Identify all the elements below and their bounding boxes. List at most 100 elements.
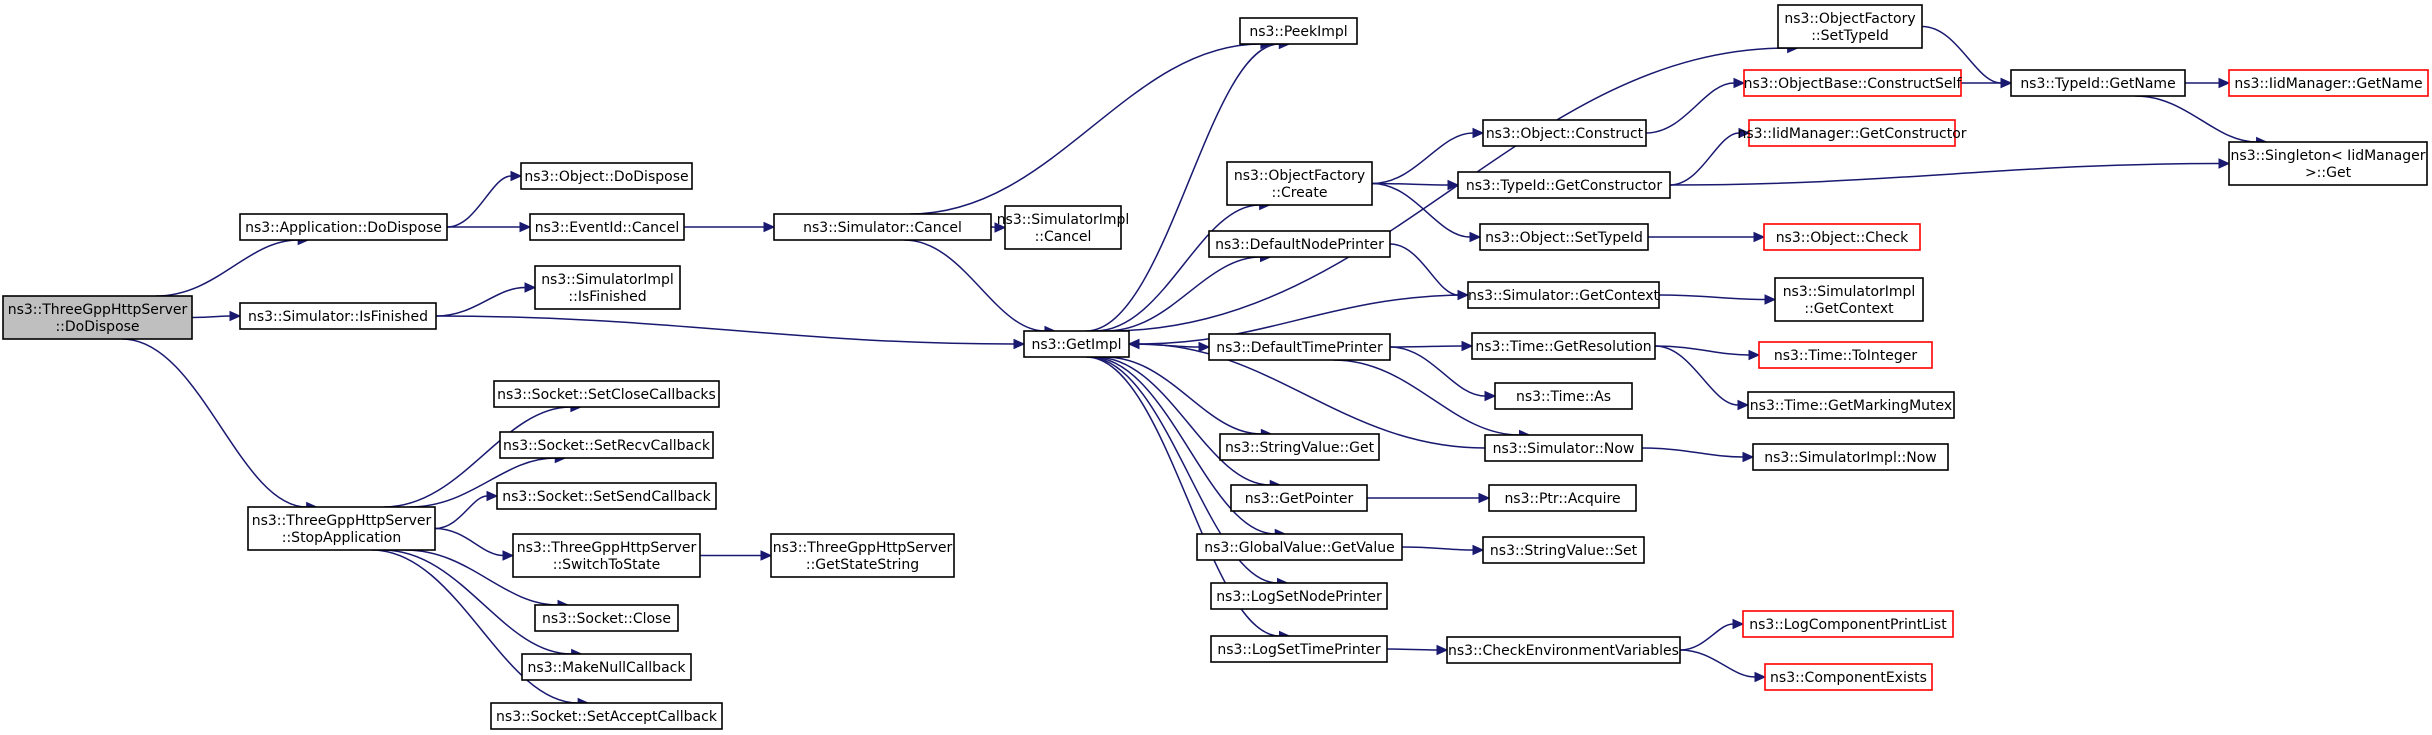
node-timemutex[interactable]: ns3::Time::GetMarkingMutex: [1747, 391, 1955, 419]
node-sockclose[interactable]: ns3::Socket::Close: [534, 604, 679, 632]
node-box: [1764, 663, 1933, 691]
node-box: [1226, 161, 1373, 206]
node-timeas[interactable]: ns3::Time::As: [1494, 382, 1633, 410]
node-objdispose[interactable]: ns3::Object::DoDispose: [520, 162, 693, 190]
node-label: ns3::Time::As: [1516, 389, 1611, 405]
edge-simcancel-to-peekimpl: [910, 38, 1273, 215]
node-label: ns3::Time::GetMarkingMutex: [1750, 398, 1952, 414]
edge-typeidgetctor-to-singletonget: [1669, 158, 2231, 186]
edge-simfinished-to-getimpl: [435, 315, 1026, 350]
node-simfinished[interactable]: ns3::Simulator::IsFinished: [239, 302, 437, 330]
node-simnow[interactable]: ns3::Simulator::Now: [1484, 434, 1643, 462]
node-setrecv[interactable]: ns3::Socket::SetRecvCallback: [499, 431, 714, 459]
node-switchstate[interactable]: ns3::ThreeGppHttpServer::SwitchToState: [512, 533, 701, 578]
node-ptracquire[interactable]: ns3::Ptr::Acquire: [1488, 484, 1637, 512]
node-compexists[interactable]: ns3::ComponentExists: [1764, 663, 1933, 691]
node-label: ns3::TypeId::GetName: [2020, 76, 2175, 92]
node-box: [2, 295, 193, 340]
node-obbaseconstruct[interactable]: ns3::ObjectBase::ConstructSelf: [1743, 69, 1963, 97]
node-label: ns3::Object::Construct: [1486, 126, 1644, 142]
node-simimplnow[interactable]: ns3::SimulatorImpl::Now: [1752, 443, 1949, 471]
node-setsend[interactable]: ns3::Socket::SetSendCallback: [496, 482, 717, 510]
node-strvalset[interactable]: ns3::StringValue::Set: [1482, 536, 1645, 564]
node-getimpl[interactable]: ns3::GetImpl: [1023, 330, 1130, 358]
node-label: ::SetTypeId: [1811, 28, 1889, 44]
node-label: ns3::Time::GetResolution: [1475, 339, 1651, 355]
node-box: [1758, 341, 1933, 369]
node-simimplfinished[interactable]: ns3::SimulatorImpl::IsFinished: [534, 265, 681, 310]
node-label: ns3::IidManager::GetName: [2234, 76, 2422, 92]
node-deftimeprinter[interactable]: ns3::DefaultTimePrinter: [1208, 333, 1391, 361]
node-label: >::Get: [2305, 165, 2352, 181]
node-label: ns3::ObjectFactory: [1234, 168, 1365, 184]
node-label: ns3::Simulator::GetContext: [1468, 288, 1660, 304]
node-label: ::SwitchToState: [553, 557, 661, 573]
edge-appdispose-to-objdispose: [446, 170, 523, 228]
node-checkenv[interactable]: ns3::CheckEnvironmentVariables: [1446, 636, 1681, 664]
node-label: ns3::SimulatorImpl::Now: [1764, 450, 1937, 466]
node-label: ns3::DefaultTimePrinter: [1216, 340, 1383, 356]
node-iidgetname[interactable]: ns3::IidManager::GetName: [2228, 69, 2429, 97]
node-getpointer[interactable]: ns3::GetPointer: [1230, 484, 1368, 512]
node-box: [1208, 333, 1391, 361]
node-label: ns3::SimulatorImpl: [997, 212, 1130, 228]
node-iidgetctor[interactable]: ns3::IidManager::GetConstructor: [1737, 119, 1967, 147]
node-label: ns3::Socket::SetCloseCallbacks: [497, 387, 716, 403]
node-label: ns3::ObjectBase::ConstructSelf: [1744, 76, 1963, 92]
node-label: ns3::Socket::Close: [542, 611, 671, 627]
edge-ofcreate-to-objsettypeid: [1371, 182, 1482, 243]
node-box: [1752, 443, 1949, 471]
node-label: ns3::SimulatorImpl: [1783, 284, 1916, 300]
node-objconstruct[interactable]: ns3::Object::Construct: [1482, 119, 1647, 147]
node-getstatestr[interactable]: ns3::ThreeGppHttpServer::GetStateString: [770, 533, 955, 578]
node-simimplcancel[interactable]: ns3::SimulatorImpl::Cancel: [997, 205, 1130, 250]
node-ofsettypeid[interactable]: ns3::ObjectFactory::SetTypeId: [1777, 4, 1923, 49]
node-label: ns3::Object::Check: [1776, 230, 1909, 246]
node-box: [1467, 281, 1660, 309]
node-singletonget[interactable]: ns3::Singleton< IidManager>::Get: [2228, 141, 2428, 186]
node-objsettypeid[interactable]: ns3::Object::SetTypeId: [1479, 223, 1649, 251]
node-box: [512, 533, 701, 578]
edge-gvgetvalue-to-strvalset: [1401, 544, 1485, 556]
node-timegetres[interactable]: ns3::Time::GetResolution: [1471, 332, 1656, 360]
edge-root-to-appdispose: [155, 234, 310, 297]
node-logsettime[interactable]: ns3::LogSetTimePrinter: [1210, 635, 1388, 663]
node-strvalget[interactable]: ns3::StringValue::Get: [1219, 433, 1380, 461]
node-box: [1494, 382, 1633, 410]
node-objcheck[interactable]: ns3::Object::Check: [1763, 223, 1921, 251]
node-box: [1774, 277, 1924, 322]
node-simimplgetctx[interactable]: ns3::SimulatorImpl::GetContext: [1774, 277, 1924, 322]
node-setclose[interactable]: ns3::Socket::SetCloseCallbacks: [493, 380, 720, 408]
node-setaccept[interactable]: ns3::Socket::SetAcceptCallback: [490, 702, 723, 730]
node-box: [1742, 610, 1954, 638]
edge-timegetres-to-timetoint: [1654, 345, 1761, 361]
node-makenull[interactable]: ns3::MakeNullCallback: [521, 653, 692, 681]
edge-objconstruct-to-obbaseconstruct: [1645, 77, 1746, 134]
edge-timegetres-to-timemutex: [1654, 345, 1750, 411]
node-logsetnode[interactable]: ns3::LogSetNodePrinter: [1210, 582, 1388, 610]
node-box: [499, 431, 714, 459]
node-ofcreate[interactable]: ns3::ObjectFactory::Create: [1226, 161, 1373, 206]
node-box: [1023, 330, 1130, 358]
node-peekimpl[interactable]: ns3::PeekImpl: [1239, 17, 1358, 45]
node-typeidgetctor[interactable]: ns3::TypeId::GetConstructor: [1457, 171, 1671, 199]
node-appdispose[interactable]: ns3::Application::DoDispose: [239, 213, 448, 241]
node-root[interactable]: ns3::ThreeGppHttpServer::DoDispose: [2, 295, 193, 340]
node-gvgetvalue[interactable]: ns3::GlobalValue::GetValue: [1196, 533, 1403, 561]
node-logcompprint[interactable]: ns3::LogComponentPrintList: [1742, 610, 1954, 638]
node-eventcancel[interactable]: ns3::EventId::Cancel: [529, 213, 685, 241]
node-simgetcontext[interactable]: ns3::Simulator::GetContext: [1467, 281, 1660, 309]
node-label: ns3::Object::DoDispose: [524, 169, 688, 185]
node-defnodeprinter[interactable]: ns3::DefaultNodePrinter: [1208, 230, 1391, 258]
node-box: [239, 302, 437, 330]
node-label: ns3::Ptr::Acquire: [1504, 491, 1620, 507]
node-box: [1482, 536, 1645, 564]
edge-obbaseconstruct-to-typeidgetname: [1961, 77, 2013, 89]
node-box: [1471, 332, 1656, 360]
node-typeidgetname[interactable]: ns3::TypeId::GetName: [2010, 69, 2186, 97]
node-simcancel[interactable]: ns3::Simulator::Cancel: [773, 213, 992, 241]
edge-simfinished-to-simimplfinished: [435, 282, 537, 317]
node-label: ns3::Object::SetTypeId: [1485, 230, 1643, 246]
node-stopapp[interactable]: ns3::ThreeGppHttpServer::StopApplication: [247, 506, 436, 551]
node-timetoint[interactable]: ns3::Time::ToInteger: [1758, 341, 1933, 369]
